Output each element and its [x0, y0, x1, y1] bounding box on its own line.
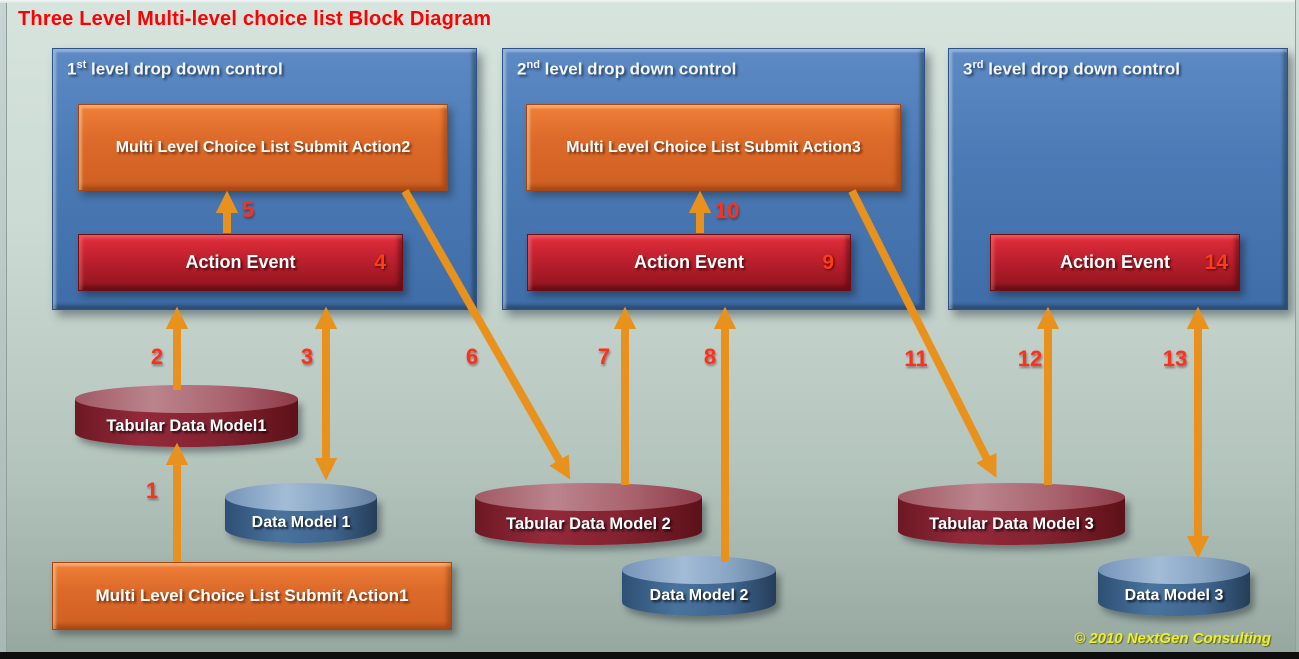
panel-2-header: 2nd level drop down control: [517, 59, 736, 80]
flow-label-10: 10: [714, 198, 740, 223]
action-event-3-box: Action Event 14: [990, 234, 1240, 291]
flow-label-5: 5: [241, 197, 255, 222]
panel-2-ordinal: 2: [517, 59, 527, 79]
cylinder-top-ellipse: [622, 556, 776, 584]
submit-action-2-box: Multi Level Choice List Submit Action2: [78, 104, 448, 191]
panel-3-header: 3rd level drop down control: [963, 59, 1180, 80]
cylinder-top-ellipse: [225, 483, 377, 511]
frame-right-edge: [1295, 0, 1299, 659]
action-event-2-box: Action Event 9: [527, 234, 851, 291]
panel-1-ordinal-suffix: st: [76, 59, 87, 71]
data-model-2-cylinder: Data Model 2: [622, 556, 776, 616]
panel-1-ordinal: 1: [67, 59, 77, 79]
panel-1-title: level drop down control: [86, 59, 283, 79]
data-model-2-label: Data Model 2: [649, 587, 749, 604]
submit-action-1-label: Multi Level Choice List Submit Action1: [95, 586, 409, 605]
flow-label-1: 1: [145, 478, 159, 503]
panel-3-title: level drop down control: [983, 59, 1180, 79]
flow-label-6: 6: [465, 344, 479, 369]
tabular-data-model-1-label: Tabular Data Model1: [106, 416, 267, 435]
cylinder-top-ellipse: [475, 483, 702, 511]
flow-label-12: 12: [1017, 346, 1043, 371]
data-model-3-cylinder: Data Model 3: [1098, 556, 1250, 616]
data-model-1-cylinder: Data Model 1: [225, 483, 377, 543]
panel-level-2: 2nd level drop down control Multi Level …: [502, 48, 925, 310]
action-event-1-number: 4: [374, 250, 386, 274]
copyright-text: © 2010 NextGen Consulting: [1074, 630, 1271, 647]
frame-left-edge: [0, 0, 7, 659]
data-model-1-label: Data Model 1: [251, 514, 351, 531]
tabular-data-model-1-cylinder: Tabular Data Model1: [75, 385, 298, 447]
flow-label-11: 11: [904, 346, 928, 371]
tabular-data-model-2-label: Tabular Data Model 2: [506, 514, 671, 533]
data-model-3-label: Data Model 3: [1124, 587, 1224, 604]
tabular-data-model-3-label: Tabular Data Model 3: [929, 514, 1094, 533]
panel-3-ordinal-suffix: rd: [972, 59, 984, 71]
flow-label-2: 2: [150, 344, 164, 369]
panel-2-title: level drop down control: [539, 59, 737, 79]
cylinder-top-ellipse: [1098, 556, 1250, 584]
action-event-1-label: Action Event: [185, 252, 296, 272]
flow-label-13: 13: [1162, 346, 1188, 371]
panel-1-header: 1st level drop down control: [67, 59, 283, 80]
submit-action-3-box: Multi Level Choice List Submit Action3: [526, 104, 901, 191]
panel-2-ordinal-suffix: nd: [526, 59, 540, 71]
panel-level-3: 3rd level drop down control Action Event…: [948, 48, 1288, 310]
panel-level-1: 1st level drop down control Multi Level …: [52, 48, 477, 310]
diagram-title: Three Level Multi-level choice list Bloc…: [18, 8, 492, 30]
action-event-3-number: 14: [1204, 250, 1228, 274]
tabular-data-model-3-cylinder: Tabular Data Model 3: [898, 483, 1125, 545]
submit-action-3-label: Multi Level Choice List Submit Action3: [566, 138, 861, 156]
flow-label-3: 3: [300, 344, 314, 369]
frame-top-edge: [0, 0, 1299, 3]
panel-3-ordinal: 3: [963, 59, 973, 79]
flow-label-8: 8: [703, 344, 717, 369]
submit-action-2-label: Multi Level Choice List Submit Action2: [115, 138, 411, 156]
submit-action-1-box: Multi Level Choice List Submit Action1: [52, 562, 452, 630]
action-event-1-box: Action Event 4: [78, 234, 403, 291]
cylinder-top-ellipse: [75, 385, 298, 413]
cylinder-top-ellipse: [898, 483, 1125, 511]
action-event-3-label: Action Event: [1059, 252, 1170, 272]
action-event-2-label: Action Event: [633, 252, 744, 272]
frame-bottom-edge: [0, 652, 1299, 659]
action-event-2-number: 9: [822, 250, 834, 274]
tabular-data-model-2-cylinder: Tabular Data Model 2: [475, 483, 702, 545]
flow-label-7: 7: [597, 344, 611, 369]
